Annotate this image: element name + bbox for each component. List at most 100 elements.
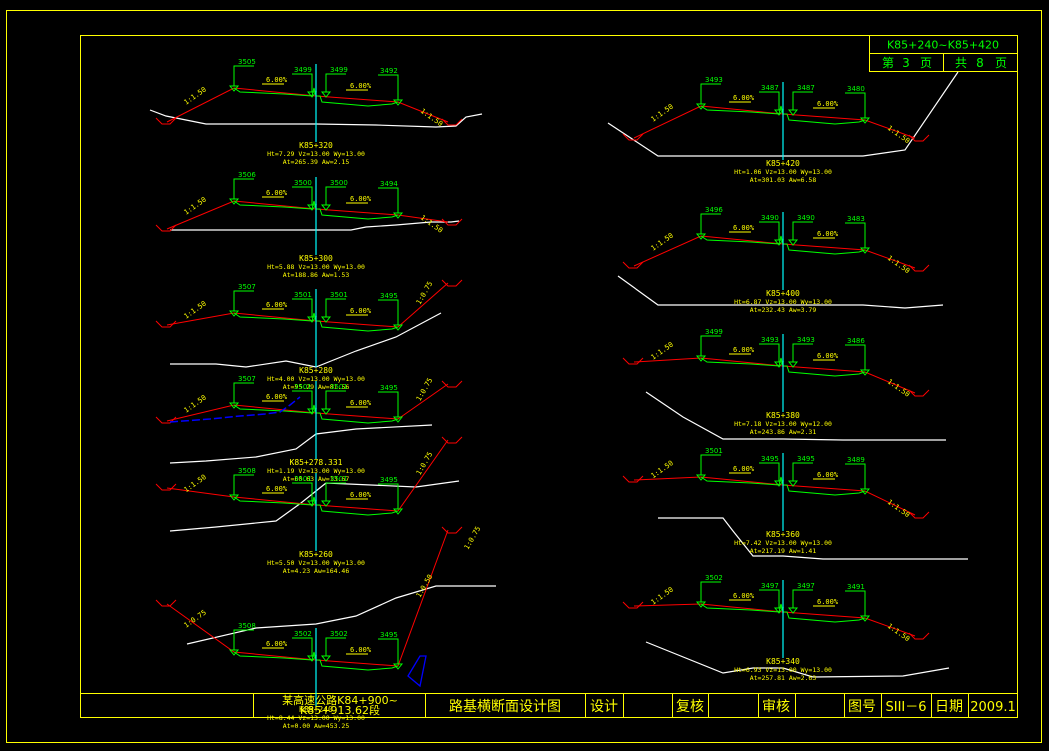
elevation-marker-icon [773, 480, 785, 487]
right-ditch [908, 632, 930, 640]
slope-left: 1:1.50 [650, 586, 675, 607]
crossfall-left: 6.00% [266, 485, 288, 493]
elevation-label: 3501 [330, 291, 348, 299]
station-label: K85+260 [299, 550, 333, 559]
elevation-label: 3508 [238, 622, 256, 630]
design-line [633, 476, 916, 516]
crossfall-left: 6.00% [733, 94, 755, 102]
right-ditch [908, 264, 930, 272]
left-ditch [622, 475, 644, 483]
elevation-label: 3501 [330, 383, 348, 391]
elevation-flag [378, 187, 399, 213]
sheet-range: K85+240~K85+420 [887, 39, 999, 52]
side-ditch-outline [407, 655, 427, 688]
elevation-label: 3507 [238, 375, 256, 383]
elevation-marker-icon [392, 99, 404, 106]
elevation-label: 3495 [797, 455, 815, 463]
crossfall-right: 6.00% [817, 471, 839, 479]
elevation-flag [700, 335, 721, 356]
existing-road-line [169, 396, 301, 423]
ground-line [170, 312, 442, 368]
elevation-label: 3501 [294, 475, 312, 483]
elevation-flag [292, 73, 313, 92]
crossfall-left: 6.00% [266, 189, 288, 197]
crossfall-right: 6.00% [350, 82, 372, 90]
elevation-flag [845, 344, 866, 370]
ground-line [170, 220, 460, 231]
elevation-label: 3493 [705, 76, 723, 84]
total-pages: 8 [976, 56, 984, 70]
elevation-marker-icon [695, 103, 707, 110]
slope-right: 1:1.50 [419, 107, 444, 128]
elevation-marker-icon [695, 474, 707, 481]
elevation-flag [292, 186, 313, 205]
elevation-marker-icon [306, 500, 318, 507]
ground-line [186, 585, 496, 645]
slope-left: 1:1.50 [650, 341, 675, 362]
date-value: 2009.1 [970, 700, 1016, 715]
right-ditch [441, 218, 463, 226]
elevation-flag [792, 343, 813, 362]
left-ditch [155, 416, 177, 424]
slope-right: 1:0.75 [415, 280, 435, 306]
design-line [633, 105, 916, 139]
crossfall-left: 6.00% [266, 301, 288, 309]
ground-line [658, 517, 968, 560]
elevation-flag [759, 462, 780, 481]
elevation-marker-icon [787, 239, 799, 246]
elevation-flag [233, 474, 254, 495]
section-areas: At=188.86 Aw=1.53 [283, 271, 350, 279]
slope-left: 1:1.50 [650, 459, 675, 480]
elevation-label: 3497 [797, 582, 815, 590]
elevation-marker-icon [228, 402, 240, 409]
elevation-flag [292, 390, 313, 409]
elevation-label: 3483 [847, 215, 865, 223]
elevation-flag [845, 92, 866, 118]
crossfall-left: 6.00% [266, 76, 288, 84]
elevation-flag [700, 454, 721, 475]
crossfall-left: 6.00% [266, 640, 288, 648]
elevation-label: 3501 [705, 447, 723, 455]
elevation-label: 3499 [705, 328, 723, 336]
ground-line [617, 275, 944, 309]
ground-line [645, 391, 946, 441]
section-areas: At=217.19 Aw=1.41 [750, 547, 817, 555]
crossfall-right: 6.00% [350, 307, 372, 315]
elevation-flag [233, 290, 254, 311]
section-params: Ht=1.06 Vz=13.00 Wy=13.00 [734, 168, 832, 176]
design-label: 设计 [590, 699, 618, 715]
elevation-flag [325, 73, 346, 92]
elevation-marker-icon [787, 607, 799, 614]
right-ditch [908, 511, 930, 519]
elevation-flag [700, 213, 721, 234]
elevation-marker-icon [320, 91, 332, 98]
crossfall-left: 6.00% [733, 592, 755, 600]
elevation-flag [325, 482, 346, 501]
elevation-marker-icon [859, 117, 871, 124]
crossfall-right: 6.00% [817, 100, 839, 108]
elevation-marker-icon [787, 361, 799, 368]
crossfall-left: 6.00% [733, 346, 755, 354]
elevation-label: 3508 [238, 467, 256, 475]
elevation-flag [792, 462, 813, 481]
crossfall-left: 6.00% [733, 224, 755, 232]
outer-frame [6, 10, 1042, 743]
elevation-flag [700, 581, 721, 602]
drawing-no: SIII－6 [885, 700, 926, 715]
elevation-flag [792, 91, 813, 110]
elevation-marker-icon [392, 416, 404, 423]
elevation-label: 3502 [705, 574, 723, 582]
elevation-marker-icon [320, 500, 332, 507]
drawing-no-label: 图号 [848, 699, 876, 715]
total-prefix: 共 [955, 56, 967, 70]
elevation-marker-icon [787, 109, 799, 116]
elevation-label: 3495 [761, 455, 779, 463]
elevation-label: 3492 [380, 67, 398, 75]
section-params: Ht=7.29 Vz=13.00 Wy=13.00 [267, 150, 365, 158]
elevation-flag [325, 637, 346, 656]
left-ditch [622, 261, 644, 269]
crossfall-left: 6.00% [266, 393, 288, 401]
